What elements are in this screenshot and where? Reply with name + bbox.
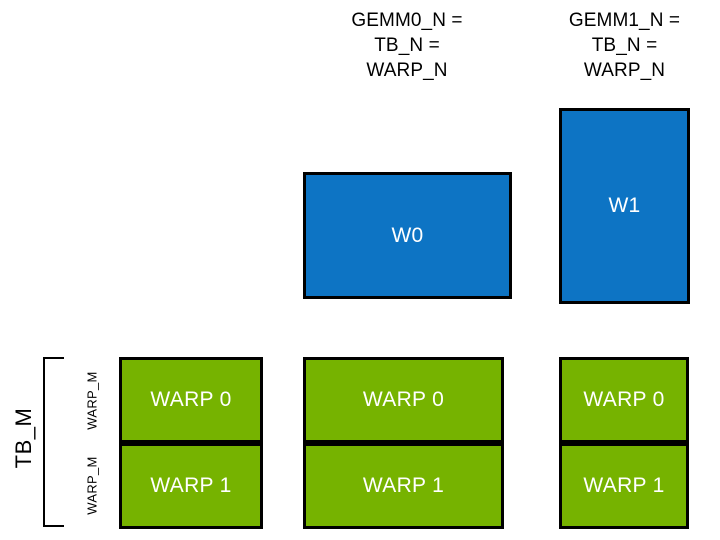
warp-row-0: WARP 0 bbox=[119, 357, 263, 443]
threadblock-column-0: WARP 0 WARP 1 bbox=[119, 357, 263, 529]
warp-tile-w1-label: W1 bbox=[608, 194, 641, 217]
warp-row-0: WARP 0 bbox=[559, 357, 689, 443]
warp-row-label: WARP 1 bbox=[150, 474, 232, 497]
warp-tile-w1: W1 bbox=[559, 108, 690, 304]
tb-m-axis-label: TB_M bbox=[11, 407, 36, 469]
warp-row-label: WARP 0 bbox=[362, 388, 445, 411]
warp-tile-w0-label: W0 bbox=[391, 223, 424, 247]
caption-gemm1-n: GEMM1_N = TB_N = WARP_N bbox=[568, 10, 681, 81]
warp-row-label: WARP 1 bbox=[583, 474, 665, 497]
warp-row-label: WARP 0 bbox=[583, 388, 665, 411]
warp-row-0: WARP 0 bbox=[303, 357, 504, 443]
caption-gemm0-n: GEMM0_N = TB_N = WARP_N bbox=[351, 10, 463, 81]
threadblock-column-1: WARP 0 WARP 1 bbox=[303, 357, 504, 529]
warp-tile-w0: W0 bbox=[303, 172, 512, 299]
warp-row-label: WARP 1 bbox=[362, 474, 445, 497]
warp-row-label: WARP 0 bbox=[150, 388, 232, 411]
warp-row-1: WARP 1 bbox=[303, 443, 504, 529]
threadblock-column-2: WARP 0 WARP 1 bbox=[559, 357, 689, 529]
warp-row-1: WARP 1 bbox=[559, 443, 689, 529]
tb-m-bracket bbox=[43, 357, 64, 527]
warp-m-axis-label-bottom: WARP_M bbox=[84, 456, 100, 515]
warp-row-1: WARP 1 bbox=[119, 443, 263, 529]
